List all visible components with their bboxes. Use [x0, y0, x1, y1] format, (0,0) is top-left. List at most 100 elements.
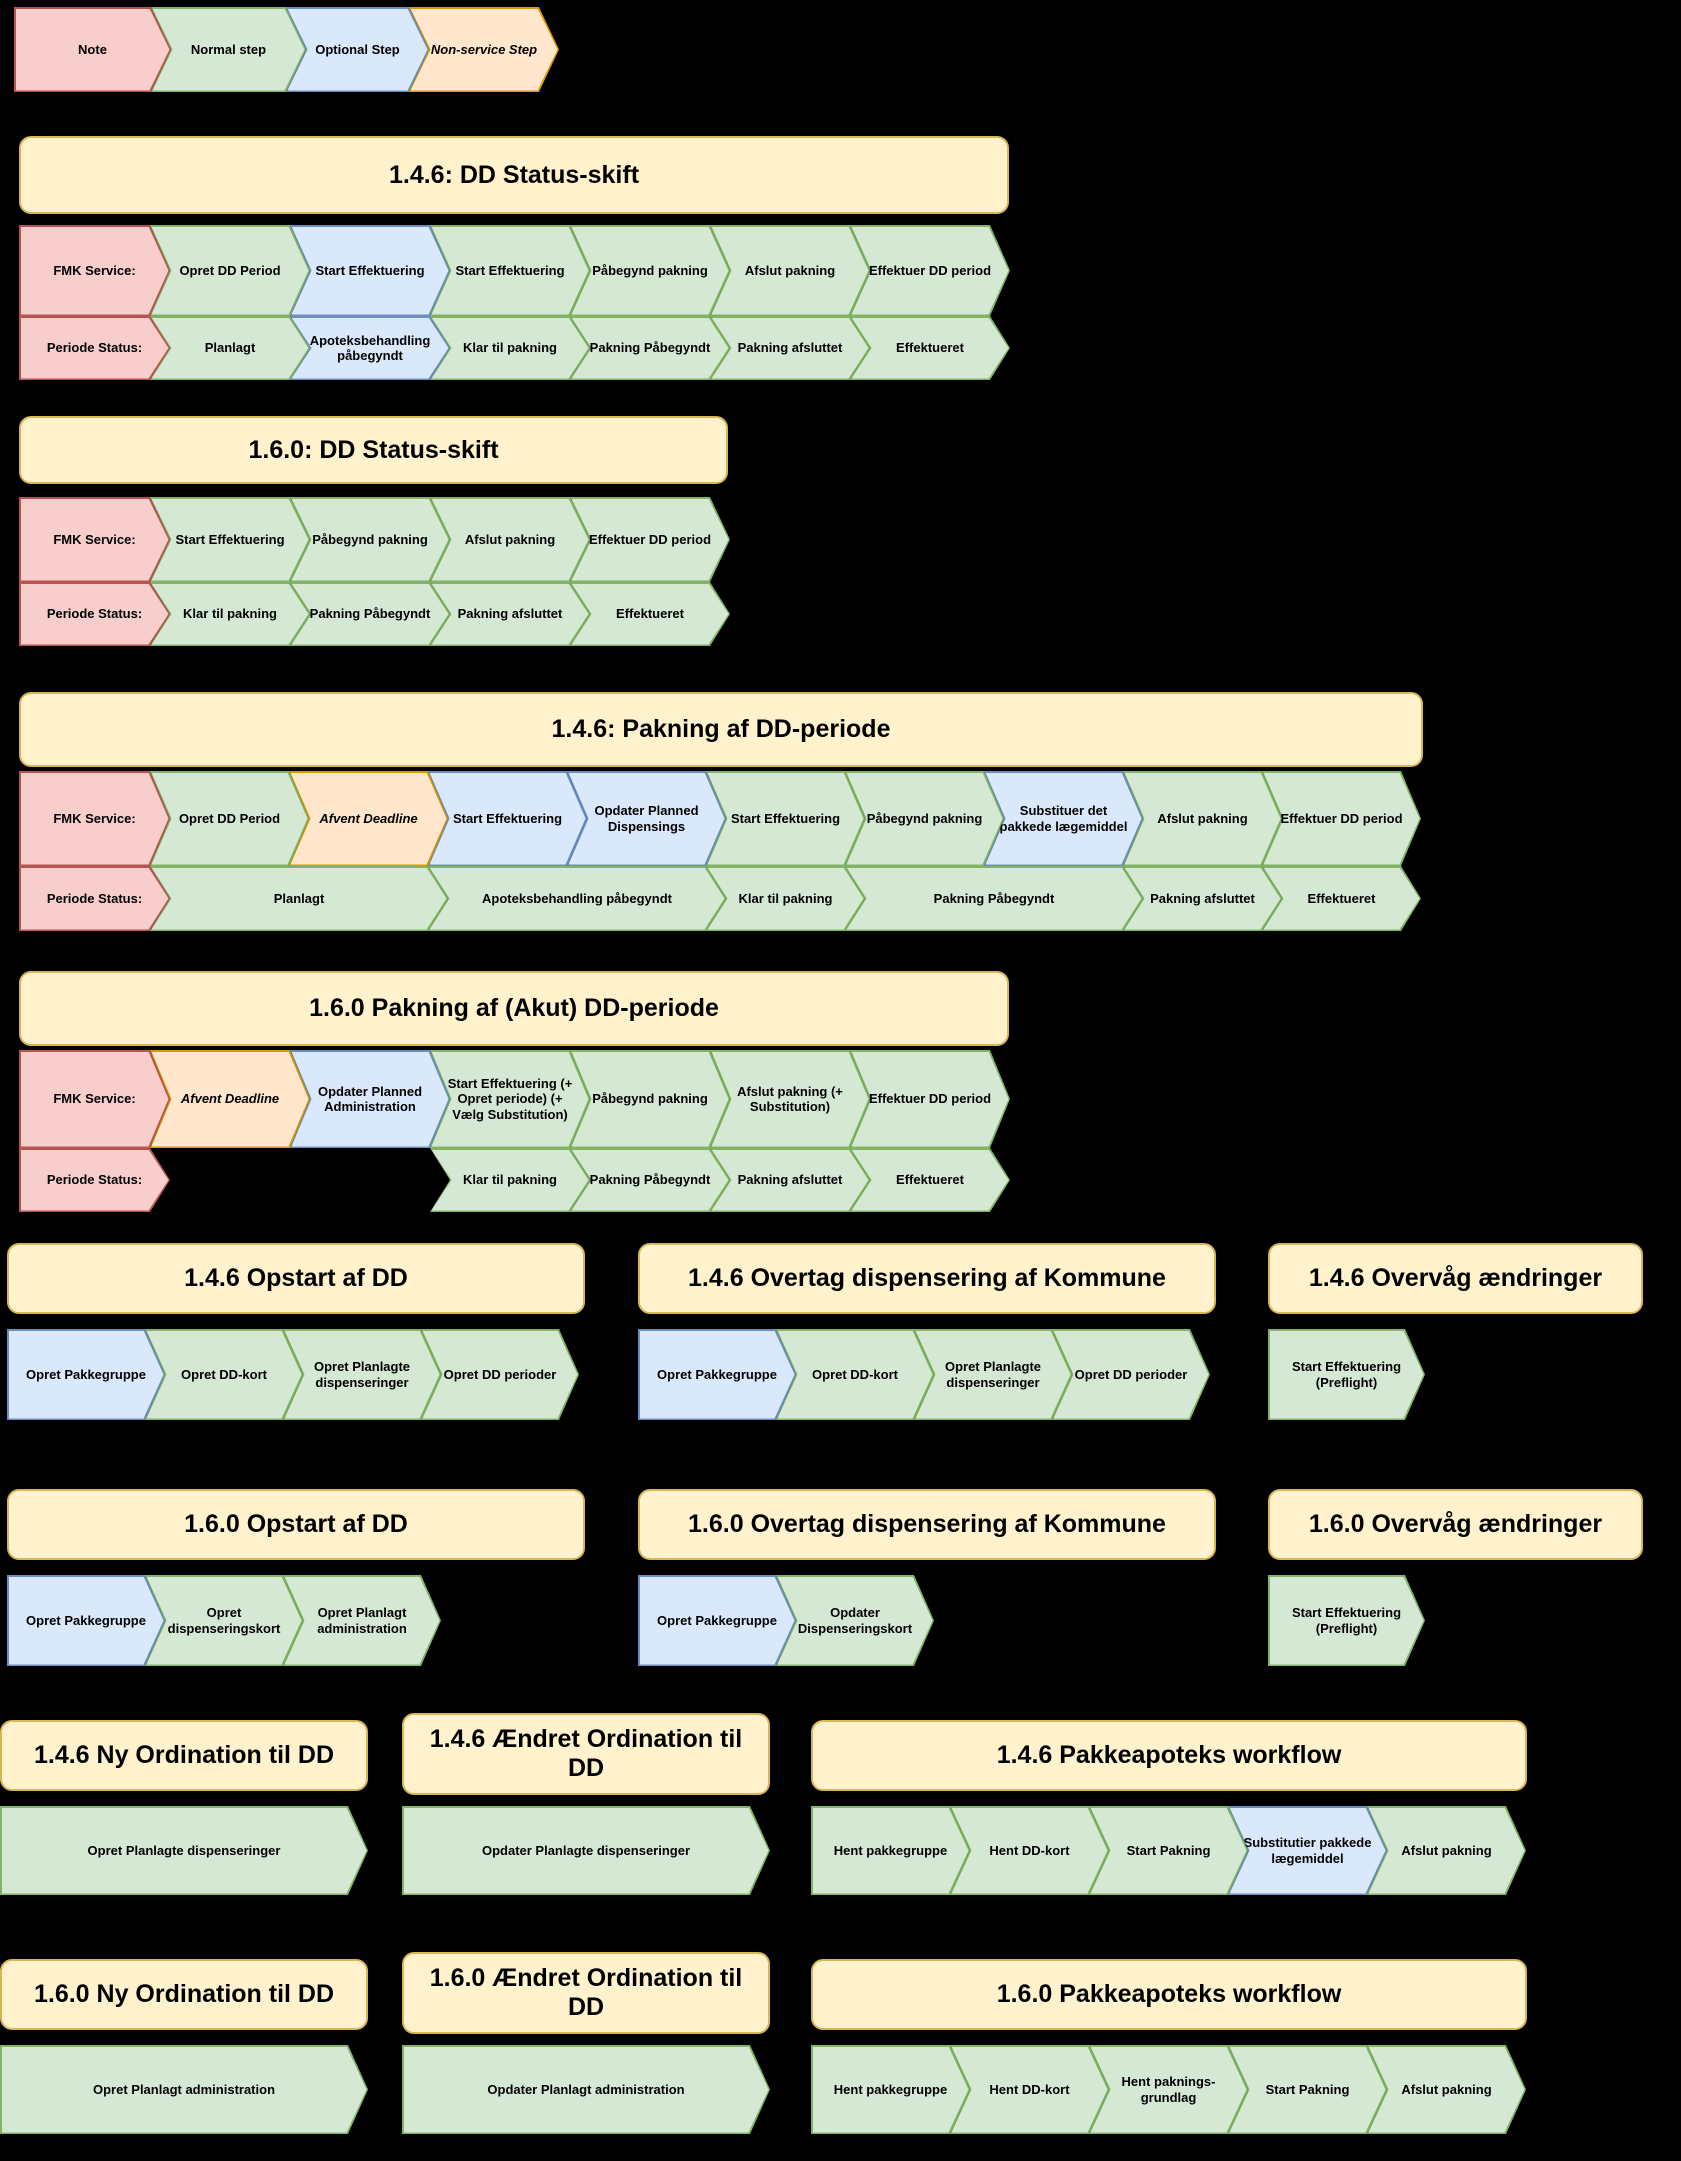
- step-label: Klar til pakning: [738, 890, 833, 906]
- step-nonservice: Afvent Deadline: [150, 1050, 310, 1148]
- step-label: Periode Status:: [46, 340, 143, 356]
- step-label: Start Effektuering (Preflight): [1291, 1605, 1402, 1636]
- step-shape: [640, 1331, 795, 1419]
- step-normal: Opdater Planlagt administration: [402, 2045, 770, 2134]
- step-shape: [1264, 773, 1420, 865]
- step-shape: [778, 1577, 933, 1665]
- step-shape: [423, 1331, 578, 1419]
- step-shape: [952, 1808, 1108, 1894]
- step-shape: [640, 1577, 795, 1665]
- step-shape: [1369, 1808, 1525, 1894]
- section-title: 1.4.6 Overvåg ændringer: [1268, 1243, 1643, 1314]
- step-label: Klar til pakning: [463, 340, 557, 356]
- step-shape: [16, 9, 170, 91]
- step-shape: [152, 1052, 309, 1147]
- step-label: Start Effektuering (Preflight): [1291, 1359, 1402, 1390]
- section-title: 1.6.0 Overvåg ændringer: [1268, 1489, 1643, 1560]
- step-label: Non-service Step: [430, 41, 538, 57]
- step-shape: [21, 1150, 169, 1211]
- step-shape: [432, 1052, 589, 1147]
- step-shape: [292, 318, 449, 379]
- step-shape: [430, 868, 725, 930]
- periode-status-row: Periode Status:: [19, 1148, 170, 1212]
- step-normal: Hent pakkegruppe: [811, 2045, 970, 2134]
- step-label: Opret dispenseringskort: [167, 1605, 281, 1636]
- step-normal: Opret DD-kort: [776, 1329, 934, 1420]
- step-label: Klar til pakning: [463, 1172, 557, 1188]
- step-normal: Apoteksbehandling påbegyndt: [428, 866, 726, 931]
- step-label: Afslut pakning: [1157, 810, 1248, 826]
- step-shape: [147, 1577, 302, 1665]
- step-normal: Opret Planlagte dispenseringer: [914, 1329, 1072, 1420]
- step-label: Afslut pakning (+ Substitution): [737, 1083, 843, 1114]
- step-shape: [152, 868, 447, 930]
- step-label: FMK Service:: [53, 810, 136, 826]
- step-shape: [1264, 868, 1420, 930]
- step-label: Opdater Planlagte dispenseringer: [481, 1842, 691, 1858]
- step-label: Start Effektuering: [452, 810, 563, 826]
- step-shape: [147, 1331, 302, 1419]
- step-label: Opret Pakkegruppe: [26, 1366, 146, 1382]
- section-title-text: 1.6.0 Ændret Ordination til DD: [429, 1964, 743, 2021]
- step-shape: [1270, 1331, 1424, 1419]
- section-title-text: 1.4.6: DD Status-skift: [388, 160, 640, 189]
- step-shape: [430, 773, 586, 865]
- step-shape: [813, 1808, 969, 1894]
- step-shape: [572, 1052, 729, 1147]
- step-normal: Pakning Påbegyndt: [290, 582, 450, 646]
- step-label: FMK Service:: [53, 262, 136, 278]
- step-label: Pakning afsluttet: [737, 340, 843, 356]
- step-shape: [432, 227, 589, 315]
- step-label: Substitutier pakkede lægemiddel: [1243, 1835, 1372, 1866]
- step-normal: Effektueret: [570, 582, 730, 646]
- step-shape: [1054, 1331, 1209, 1419]
- step-normal: Effektuer DD period: [570, 497, 730, 582]
- step-normal: Normal step: [151, 7, 306, 92]
- step-label: Start Pakning: [1265, 2081, 1350, 2097]
- step-normal: Afslut pakning: [710, 225, 870, 316]
- step-label: Afslut pakning: [1401, 2081, 1492, 2097]
- section-title: 1.6.0: DD Status-skift: [19, 416, 728, 484]
- step-normal: Pakning afsluttet: [430, 582, 590, 646]
- step-shape: [572, 1150, 729, 1211]
- step-normal: Start Effektuering (Preflight): [1268, 1575, 1425, 1666]
- step-label: Hent pakkegruppe: [833, 2081, 948, 2097]
- step-normal: Effektuer DD period: [1262, 771, 1421, 866]
- section-title-text: 1.6.0 Ny Ordination til DD: [33, 1980, 335, 2009]
- section-title-text: 1.4.6 Overtag dispensering af Kommune: [688, 1264, 1166, 1293]
- step-note: Periode Status:: [19, 316, 170, 380]
- step-normal: Påbegynd pakning: [570, 225, 730, 316]
- step-label: Påbegynd pakning: [866, 810, 983, 826]
- step-normal: Start Pakning: [1089, 1806, 1248, 1895]
- step-normal: Opret DD perioder: [1052, 1329, 1210, 1420]
- step-label: Effektuer DD period: [868, 262, 992, 278]
- step-normal: Pakning Påbegyndt: [570, 1148, 730, 1212]
- step-normal: Start Effektuering: [430, 225, 590, 316]
- step-shape: [847, 868, 1142, 930]
- step-label: Pakning Påbegyndt: [309, 606, 431, 622]
- step-label: Start Effektuering (+ Opret periode) (+ …: [447, 1076, 573, 1122]
- step-label: Start Effektuering: [455, 262, 565, 278]
- workflow-row: Start Effektuering (Preflight): [1268, 1329, 1425, 1420]
- step-normal: Planlagt: [150, 866, 448, 931]
- step-label: Opret Planlagt administration: [92, 2081, 276, 2097]
- step-optional: Start Effektuering: [290, 225, 450, 316]
- step-shape: [21, 584, 169, 645]
- workflow-row: Opret Planlagt administration: [0, 2045, 368, 2134]
- step-shape: [152, 773, 308, 865]
- step-label: Opdater Planlagt administration: [487, 2081, 685, 2097]
- step-note: FMK Service:: [19, 497, 170, 582]
- step-optional: Start Effektuering: [428, 771, 587, 866]
- step-normal: Afslut pakning: [1123, 771, 1282, 866]
- step-label: Note: [78, 41, 107, 57]
- step-shape: [2, 2047, 367, 2133]
- step-label: Hent DD-kort: [989, 2081, 1070, 2097]
- step-shape: [778, 1331, 933, 1419]
- step-note: FMK Service:: [19, 225, 170, 316]
- step-label: Effektueret: [896, 340, 964, 356]
